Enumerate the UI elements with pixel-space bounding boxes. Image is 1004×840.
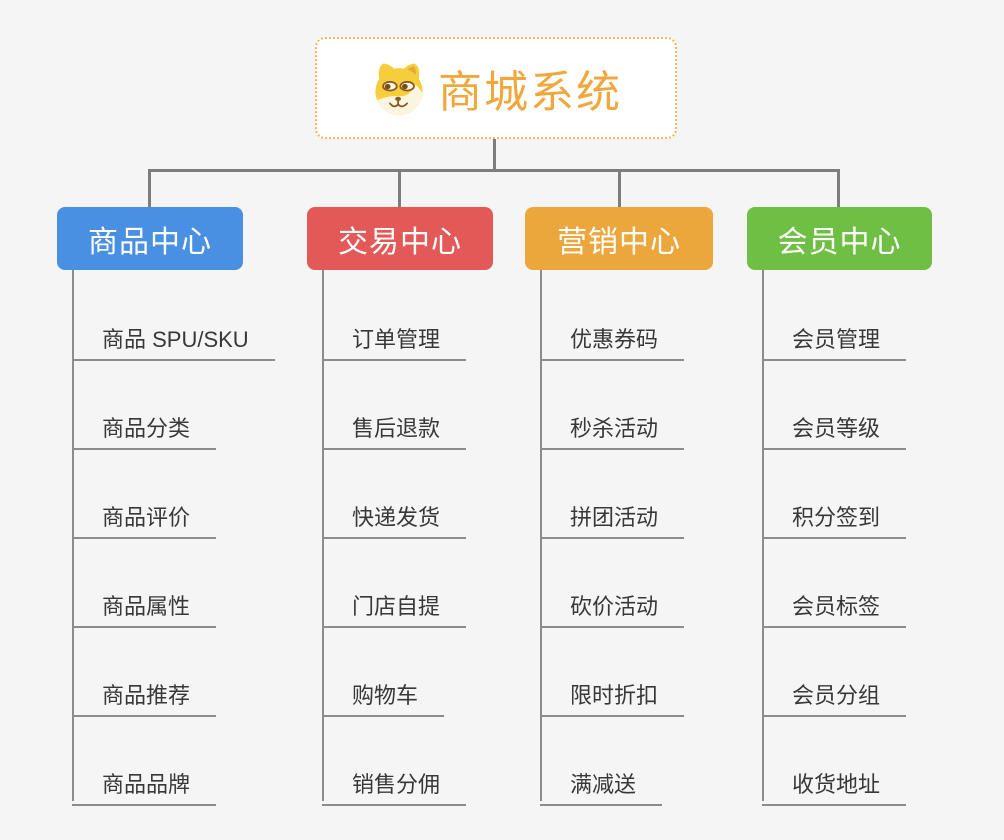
child-topic-label: 商品属性 [102, 594, 191, 619]
child-topic-label: 会员管理 [792, 327, 881, 352]
child-topic[interactable]: 商品评价 [72, 489, 217, 539]
connector-drop-product-center [148, 169, 151, 208]
child-topic-label: 商品分类 [102, 416, 191, 441]
child-topic-label: 订单管理 [352, 327, 441, 352]
child-topic-label: 会员等级 [792, 416, 881, 441]
child-topic-label: 满减送 [570, 772, 637, 797]
connector-drop-marketing-center [618, 169, 621, 208]
child-topic[interactable]: 商品属性 [72, 578, 217, 628]
root-node-mall-system[interactable]: 商城系统 [315, 37, 677, 139]
branch-column-trade-center: 订单管理 售后退款 快递发货 门店自提 购物车 销售分佣 [322, 270, 552, 806]
branch-column-product-center: 商品 SPU/SKU 商品分类 商品评价 商品属性 商品推荐 商品品牌 [72, 270, 302, 806]
child-topic-label: 限时折扣 [570, 683, 659, 708]
doge-face-icon [375, 63, 423, 116]
child-topic[interactable]: 拼团活动 [540, 489, 685, 539]
child-topic-label: 售后退款 [352, 416, 441, 441]
child-topic[interactable]: 购物车 [322, 667, 445, 717]
branch-node-product-center[interactable]: 商品中心 [57, 207, 243, 270]
connector-drop-trade-center [398, 169, 401, 208]
branch-column-marketing-center: 优惠券码 秒杀活动 拼团活动 砍价活动 限时折扣 满减送 [540, 270, 770, 806]
child-topic[interactable]: 会员分组 [762, 667, 907, 717]
child-topic[interactable]: 门店自提 [322, 578, 467, 628]
root-title: 商城系统 [438, 68, 622, 117]
branch-column-member-center: 会员管理 会员等级 积分签到 会员标签 会员分组 收货地址 [762, 270, 992, 806]
child-topic[interactable]: 订单管理 [322, 311, 467, 361]
child-topic[interactable]: 满减送 [540, 756, 663, 806]
branch-node-marketing-center[interactable]: 营销中心 [525, 207, 713, 270]
child-topic[interactable]: 商品推荐 [72, 667, 217, 717]
child-topic[interactable]: 会员等级 [762, 400, 907, 450]
child-topic[interactable]: 商品 SPU/SKU [72, 311, 275, 361]
branch-node-trade-center[interactable]: 交易中心 [307, 207, 493, 270]
child-topic[interactable]: 快递发货 [322, 489, 467, 539]
child-topic-label: 商品评价 [102, 505, 191, 530]
child-topic[interactable]: 会员管理 [762, 311, 907, 361]
connector-root-stem [493, 139, 496, 172]
child-topic[interactable]: 积分签到 [762, 489, 907, 539]
child-topic-label: 优惠券码 [570, 327, 659, 352]
connector-drop-member-center [837, 169, 840, 208]
connector-bus [148, 169, 840, 172]
column-line [762, 270, 764, 801]
branch-label: 会员中心 [777, 225, 902, 259]
child-topic[interactable]: 会员标签 [762, 578, 907, 628]
child-topic-label: 商品 SPU/SKU [102, 327, 249, 352]
child-topic-label: 门店自提 [352, 594, 441, 619]
child-topic[interactable]: 优惠券码 [540, 311, 685, 361]
child-topic[interactable]: 秒杀活动 [540, 400, 685, 450]
column-line [322, 270, 324, 801]
child-topic[interactable]: 收货地址 [762, 756, 907, 806]
child-topic-label: 秒杀活动 [570, 416, 659, 441]
child-topic[interactable]: 商品分类 [72, 400, 217, 450]
child-topic-label: 商品品牌 [102, 772, 191, 797]
child-topic-label: 收货地址 [792, 772, 881, 797]
child-topic[interactable]: 商品品牌 [72, 756, 217, 806]
child-topic[interactable]: 售后退款 [322, 400, 467, 450]
child-topic-label: 会员标签 [792, 594, 881, 619]
child-topic-label: 会员分组 [792, 683, 881, 708]
column-line [72, 270, 74, 801]
branch-label: 营销中心 [557, 225, 681, 259]
branch-label: 商品中心 [88, 225, 212, 259]
child-topic[interactable]: 砍价活动 [540, 578, 685, 628]
column-line [540, 270, 542, 801]
child-topic[interactable]: 销售分佣 [322, 756, 467, 806]
child-topic-label: 销售分佣 [352, 772, 441, 797]
child-topic-label: 积分签到 [792, 505, 881, 530]
branch-label: 交易中心 [338, 225, 462, 259]
branch-node-member-center[interactable]: 会员中心 [747, 207, 932, 270]
child-topic-label: 购物车 [352, 683, 419, 708]
child-topic-label: 快递发货 [352, 505, 441, 530]
child-topic-label: 砍价活动 [570, 594, 659, 619]
child-topic-label: 拼团活动 [570, 505, 659, 530]
child-topic-label: 商品推荐 [102, 683, 191, 708]
child-topic[interactable]: 限时折扣 [540, 667, 685, 717]
